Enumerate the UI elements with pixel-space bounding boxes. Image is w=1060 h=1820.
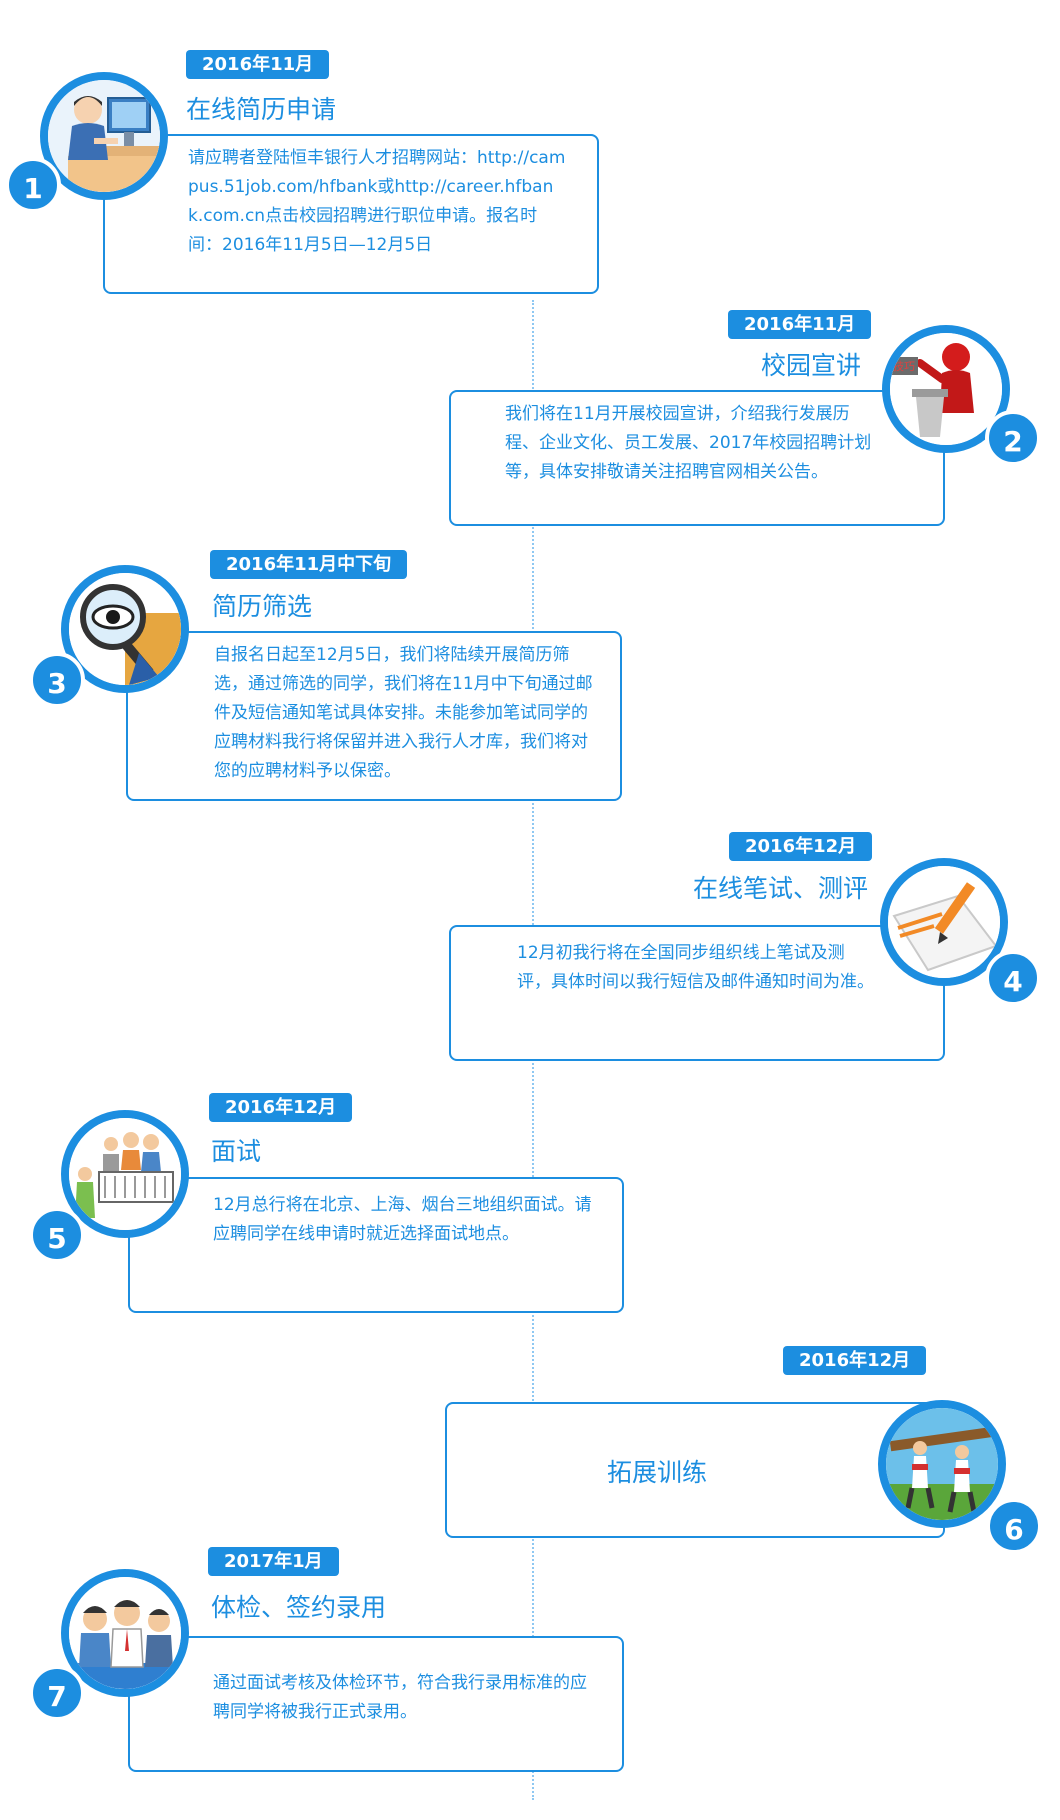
step-5-image [61, 1110, 189, 1238]
step-2-number-badge: 2 [985, 410, 1041, 466]
step-6-title: 拓展训练 [606, 1458, 707, 1487]
step-5-title: 面试 [211, 1137, 262, 1166]
step-7-title: 体检、签约录用 [211, 1593, 387, 1622]
step-2-box: 我们将在11月开展校园宣讲，介绍我行发展历程、企业文化、员工发展、2017年校园… [449, 390, 945, 526]
step-5-number-badge: 5 [29, 1207, 85, 1263]
step-6-box: 拓展训练 [445, 1402, 945, 1538]
magnifier-eye-icon [69, 573, 181, 685]
step-3-text: 自报名日起至12月5日，我们将陆续开展简历筛选，通过筛选的同学，我们将在11月中… [214, 645, 593, 781]
step-1-box: 请应聘者登陆恒丰银行人才招聘网站：http://campus.51job.com… [103, 134, 599, 294]
step-4-box: 12月初我行将在全国同步组织线上笔试及测评，具体时间以我行短信及邮件通知时间为准… [449, 925, 945, 1061]
step-6-number-badge: 6 [986, 1498, 1042, 1554]
computer-user-icon [48, 80, 160, 192]
step-4-title: 在线笔试、测评 [693, 874, 869, 903]
step-7-box: 通过面试考核及体检环节，符合我行录用标准的应聘同学将被我行正式录用。 [128, 1636, 624, 1772]
pencil-paper-icon [888, 866, 1000, 978]
step-2-image: 技巧 [882, 325, 1010, 453]
step-7-image [61, 1569, 189, 1697]
step-1-number-badge: 1 [5, 157, 61, 213]
step-3-date: 2016年11月中下旬 [210, 550, 408, 579]
step-5-date: 2016年12月 [209, 1093, 353, 1122]
step-1-text: 请应聘者登陆恒丰银行人才招聘网站：http://campus.51job.com… [188, 148, 566, 255]
step-2-text: 我们将在11月开展校园宣讲，介绍我行发展历程、企业文化、员工发展、2017年校园… [505, 404, 872, 482]
step-2-date: 2016年11月 [728, 310, 872, 339]
step-3-box: 自报名日起至12月5日，我们将陆续开展简历筛选，通过筛选的同学，我们将在11月中… [126, 631, 622, 801]
step-3-title: 简历筛选 [212, 592, 313, 621]
interview-panel-icon [69, 1118, 181, 1230]
step-1-image [40, 72, 168, 200]
step-7-date: 2017年1月 [208, 1547, 339, 1576]
step-6-image [878, 1400, 1006, 1528]
step-6-date: 2016年12月 [783, 1346, 927, 1375]
svg-text:技巧: 技巧 [893, 360, 915, 373]
step-4-text: 12月初我行将在全国同步组织线上笔试及测评，具体时间以我行短信及邮件通知时间为准… [517, 943, 874, 992]
speaker-podium-icon: 技巧 [890, 333, 1002, 445]
step-7-text: 通过面试考核及体检环节，符合我行录用标准的应聘同学将被我行正式录用。 [213, 1673, 587, 1722]
step-4-number-badge: 4 [985, 950, 1041, 1006]
step-1-date: 2016年11月 [186, 50, 330, 79]
group-people-icon [69, 1577, 181, 1689]
step-2-title: 校园宣讲 [761, 351, 862, 380]
step-4-image [880, 858, 1008, 986]
step-7-number-badge: 7 [29, 1665, 85, 1721]
step-1-title: 在线简历申请 [186, 95, 337, 124]
step-5-text: 12月总行将在北京、上海、烟台三地组织面试。请应聘同学在线申请时就近选择面试地点… [213, 1195, 592, 1244]
step-4-date: 2016年12月 [729, 832, 873, 861]
step-3-number-badge: 3 [29, 652, 85, 708]
outdoor-training-icon [886, 1408, 998, 1520]
step-5-box: 12月总行将在北京、上海、烟台三地组织面试。请应聘同学在线申请时就近选择面试地点… [128, 1177, 624, 1313]
